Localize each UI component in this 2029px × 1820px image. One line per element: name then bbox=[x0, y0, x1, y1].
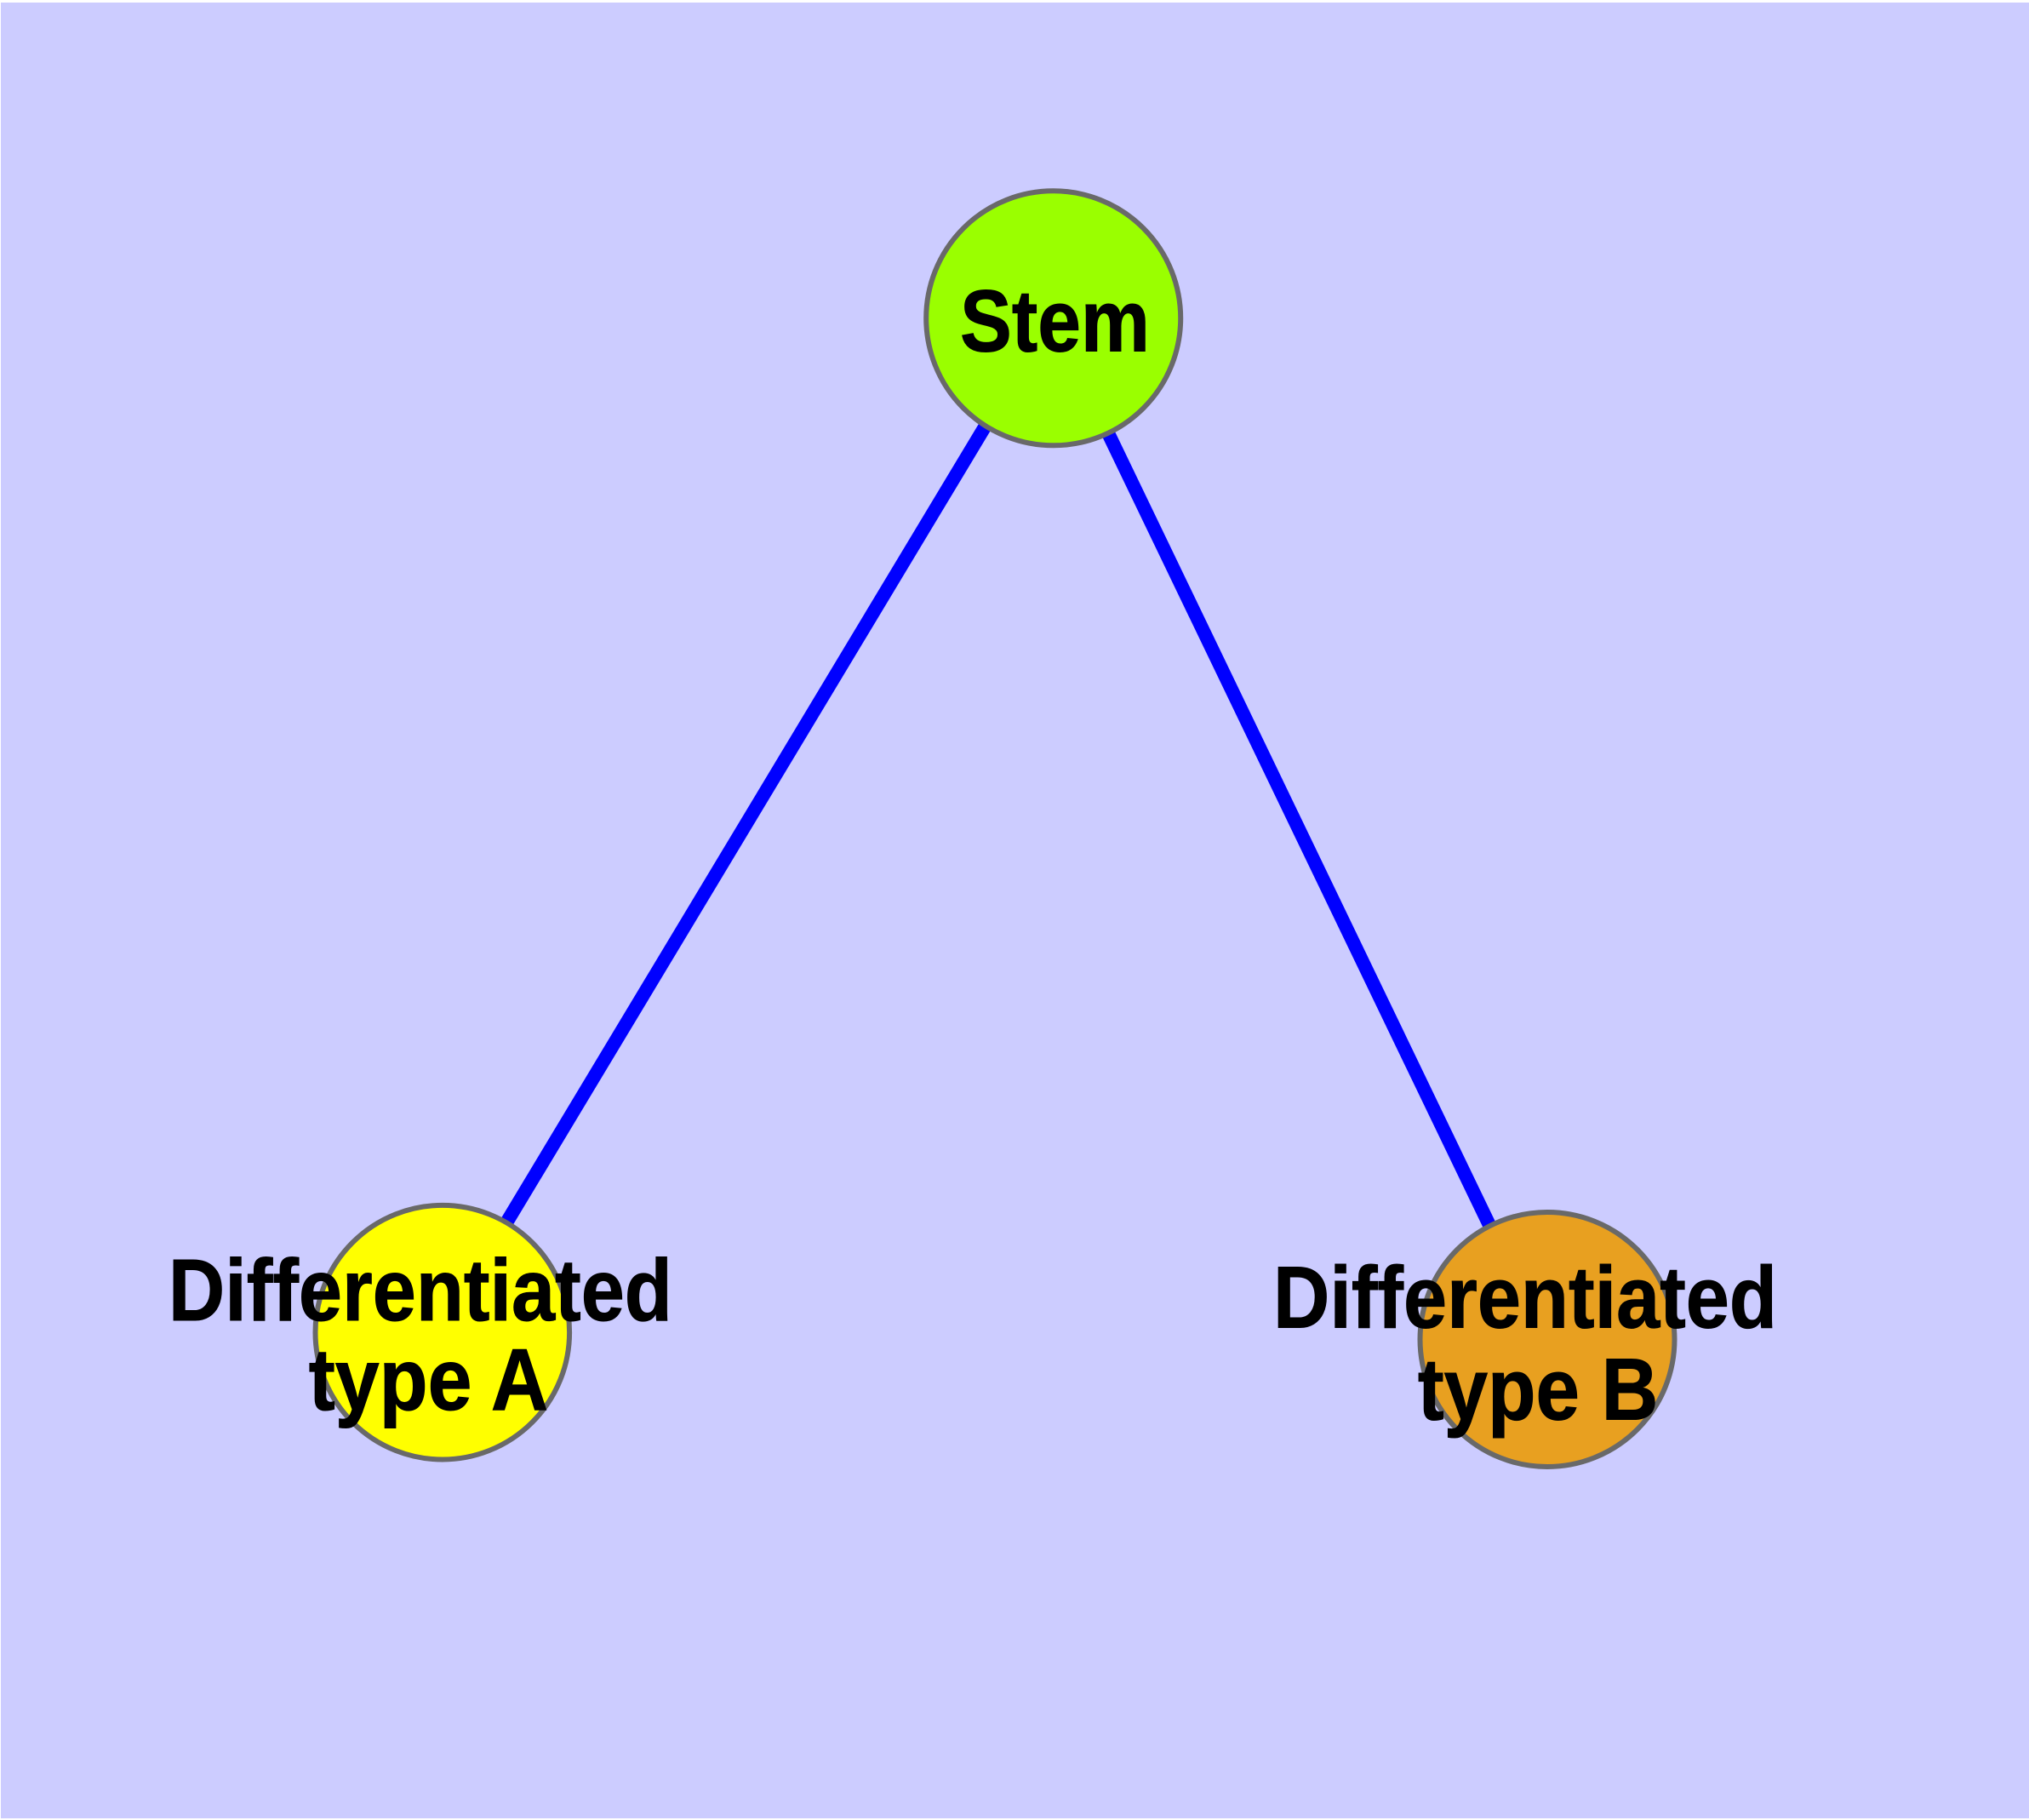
svg-text:Stem: Stem bbox=[960, 272, 1150, 369]
svg-text:type B: type B bbox=[1418, 1340, 1659, 1438]
svg-text:Differentiated: Differentiated bbox=[169, 1241, 672, 1339]
svg-text:type A: type A bbox=[309, 1331, 549, 1428]
svg-text:Differentiated: Differentiated bbox=[1273, 1249, 1777, 1347]
